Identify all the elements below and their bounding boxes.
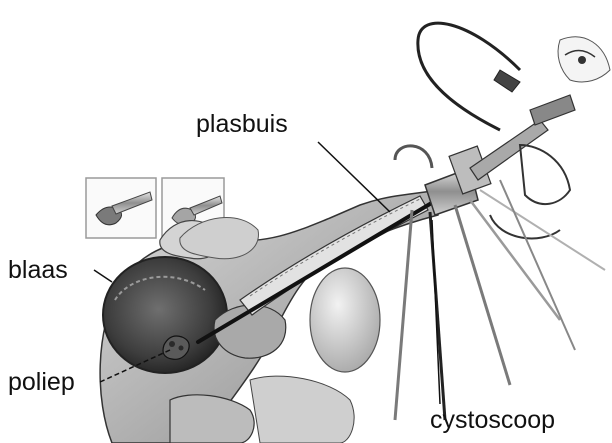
leader-plasbuis — [318, 142, 390, 212]
leader-cystoscoop — [432, 220, 440, 404]
label-blaas: blaas — [8, 258, 68, 283]
label-plasbuis: plasbuis — [196, 112, 288, 137]
label-cystoscoop: cystoscoop — [430, 408, 555, 433]
cystoscope — [198, 23, 610, 420]
scrotum — [310, 268, 380, 372]
label-poliep: poliep — [8, 370, 75, 395]
leader-blaas — [94, 270, 112, 282]
